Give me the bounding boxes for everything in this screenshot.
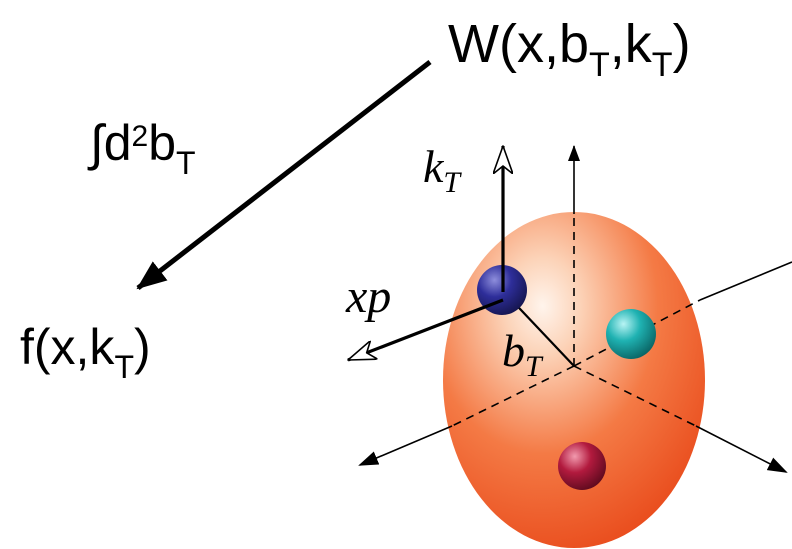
integral-label: ∫d2bT <box>87 115 196 181</box>
red-quark <box>558 442 606 490</box>
bt-label: bT <box>502 325 544 383</box>
kt-label: kT <box>423 141 462 199</box>
xp-label: xp <box>345 270 391 323</box>
wigner-label: W(x,bT,kT) <box>448 14 691 84</box>
cyan-quark <box>606 309 656 359</box>
integration-arrow <box>136 60 432 290</box>
xp-arrow <box>348 298 504 362</box>
tmd-label: f(x,kT) <box>20 319 151 385</box>
